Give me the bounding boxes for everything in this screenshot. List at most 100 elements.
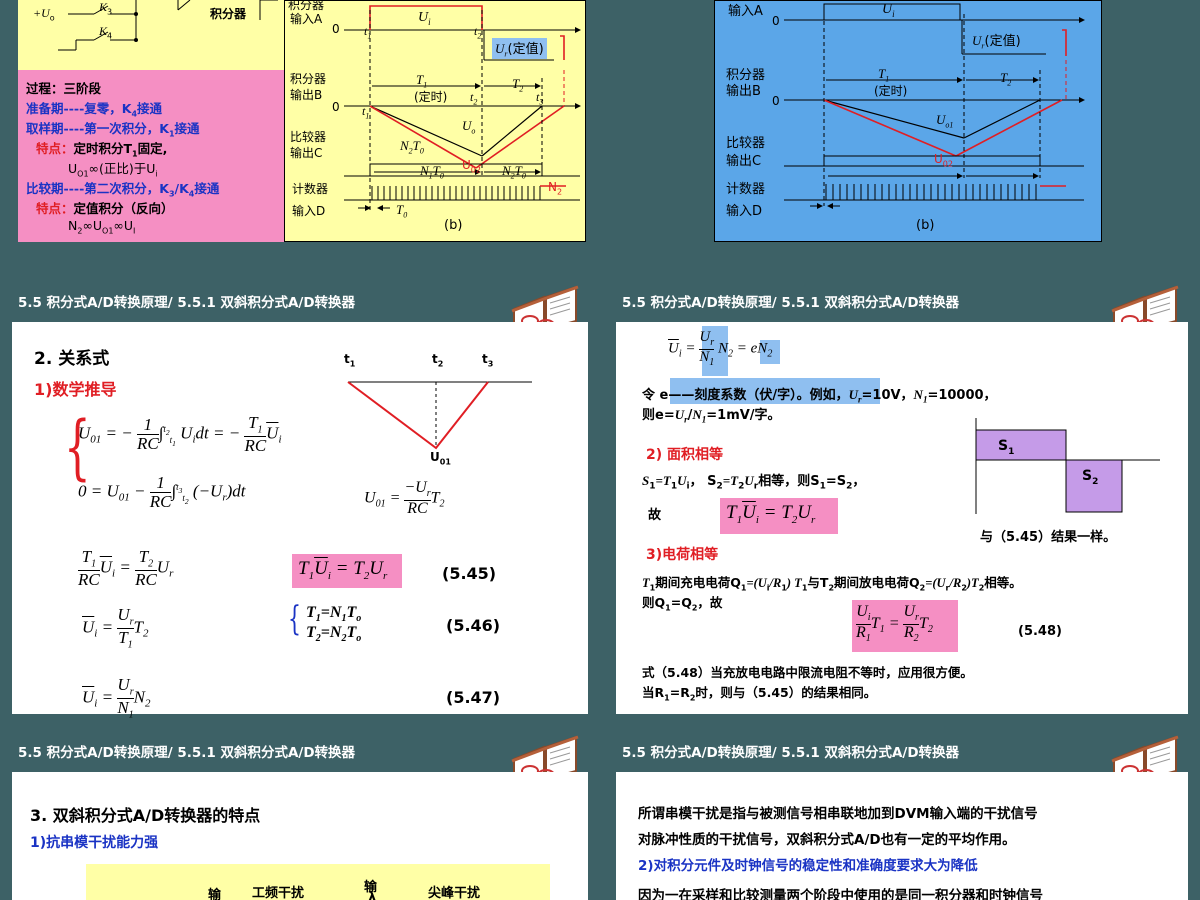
process-panel <box>18 70 284 242</box>
zero-b: 0 <box>332 100 340 114</box>
switch-k3-label: K3 <box>99 0 113 17</box>
r-ui-label: Ui <box>882 2 895 19</box>
slide-top-right: 输入A 0 Ui Ur(定值) 积分器 输出B 0 T1 (定时) T2 Uo1… <box>604 0 1200 272</box>
r-label-counter: 计数器 <box>726 182 766 197</box>
r-T1-label: T1 <box>878 66 890 84</box>
process-compare: 比较期----第二次积分，K3/K4接通 <box>26 181 220 199</box>
label-integrator-out: 积分器 <box>290 72 327 86</box>
T1-label: T1 <box>416 72 428 90</box>
r-uo1-label: Uo1 <box>936 112 954 130</box>
text-line-3: 2)对积分元件及时钟信号的稳定性和准确度要求大为降低 <box>638 858 978 874</box>
equation-area: T1Ui = T2Ur <box>726 502 816 526</box>
tri-t1: t1 <box>344 352 356 369</box>
equation-brace: { <box>64 406 91 488</box>
r-label-comparator: 比较器 <box>726 136 766 151</box>
eq-num-548: (5.48) <box>1018 624 1062 639</box>
zero-a: 0 <box>332 22 340 36</box>
scale-coef-line: 令 e——刻度系数（伏/字）。例如，Ur=10V，N1=10000， <box>642 387 997 405</box>
therefore-1: 故 <box>648 508 662 523</box>
tri-u01: U01 <box>430 450 451 467</box>
table-in: 输 <box>208 888 222 900</box>
r-zero-a: 0 <box>772 14 780 28</box>
charge-title: 3)电荷相等 <box>646 547 719 563</box>
r-label-input-d: 输入D <box>726 204 763 219</box>
slide-top-left: +Uo K3 K4 积分器 过程：三阶段 准备期----复零，K4接通 取样期-… <box>0 0 600 272</box>
eq-num-547: (5.47) <box>446 688 501 707</box>
t2-label-top: t2 <box>474 24 482 41</box>
r-caption-b: (b) <box>916 218 935 233</box>
slide-header: 5.5 积分式A/D转换原理/ 5.5.1 双斜积分式A/D转换器 <box>604 724 1200 770</box>
s2-label: S2 <box>1082 468 1099 487</box>
subsection-title: 1)抗串模干扰能力强 <box>30 835 159 851</box>
process-title: 过程：三阶段 <box>26 81 102 96</box>
process-compare-relation: N2∞UO1∞UI <box>68 218 136 236</box>
equation-545-box <box>292 554 402 588</box>
slide-header: 5.5 积分式A/D转换原理/ 5.5.1 双斜积分式A/D转换器 <box>604 274 1200 320</box>
r-label-input-a: 输入A <box>728 4 763 19</box>
slide-bottom-right: 5.5 积分式A/D转换原理/ 5.5.1 双斜积分式A/D转换器 所谓串模干扰… <box>604 724 1200 900</box>
T2-label: T2 <box>512 76 524 94</box>
equation-charge-box <box>852 600 958 652</box>
caption-b-left: (b) <box>444 218 463 233</box>
note-2: 当R1=R2时，则与（5.45）的结果相同。 <box>642 685 877 703</box>
slide-title: 5.5 积分式A/D转换原理/ 5.5.1 双斜积分式A/D转换器 <box>18 745 356 761</box>
process-sample: 取样期----第一次积分，K1接通 <box>26 121 200 139</box>
process-compare-feature: 特点：定值积分（反向） <box>36 201 174 216</box>
table-in2: 输 <box>364 880 378 895</box>
slide-mid-left: 5.5 积分式A/D转换原理/ 5.5.1 双斜积分式A/D转换器 2. 关系式… <box>0 274 600 722</box>
label-comparator: 比较器 <box>290 130 327 144</box>
text-line-1: 所谓串模干扰是指与被测信号相串联地加到DVM输入端的干扰信号 <box>638 806 1038 822</box>
slide-body: 所谓串模干扰是指与被测信号相串联地加到DVM输入端的干扰信号 对脉冲性质的干扰信… <box>616 772 1188 900</box>
charge-line: T1期间充电电荷Q1=(Ui/R1) T1与T2期间放电电荷Q2=(Ur/R2)… <box>642 575 1022 593</box>
n2-label: N2 <box>548 180 563 197</box>
slide-mid-right: 5.5 积分式A/D转换原理/ 5.5.1 双斜积分式A/D转换器 Ui = U… <box>604 274 1200 722</box>
r-label-integrator-out: 积分器 <box>726 68 766 83</box>
tri-t2: t2 <box>432 352 444 369</box>
tri-t3: t3 <box>482 352 494 369</box>
r-label-output-b: 输出B <box>726 84 761 99</box>
n2t0-label-c: N2T0 <box>400 138 424 156</box>
then-q-line: 则Q1=Q2，故 <box>642 595 723 613</box>
uo-label: Uo <box>462 118 476 136</box>
t1-equals: T1=N1To <box>306 604 362 625</box>
r-zero-b: 0 <box>772 94 780 108</box>
table-spike: 尖峰干扰 <box>428 886 481 900</box>
area-line: S1=T1Ui， S2=T2Ur相等，则S1=S2， <box>642 473 866 492</box>
area-diagram <box>975 418 1160 514</box>
ui-label: Ui <box>418 10 431 27</box>
t1-label-mid: t1 <box>362 104 370 121</box>
circuit-panel <box>18 0 284 70</box>
slide-title: 5.5 积分式A/D转换原理/ 5.5.1 双斜积分式A/D转换器 <box>18 295 356 311</box>
same-result: 与（5.45）结果一样。 <box>980 530 1117 545</box>
eq-num-545: (5.45) <box>442 564 497 583</box>
eq-highlight-2 <box>760 340 780 364</box>
equation-545: T1Ui = T2Ur <box>298 558 388 582</box>
circuit-diagram <box>58 0 278 51</box>
n1t0-label: N1T0 <box>420 163 444 181</box>
eq-num-546: (5.46) <box>446 616 501 635</box>
integration-triangle <box>347 381 532 450</box>
t0-label: T0 <box>396 202 408 220</box>
process-prep: 准备期----复零，K4接通 <box>26 101 163 119</box>
t3-label-mid: t3 <box>536 90 544 107</box>
subsection-title: 1)数学推导 <box>34 380 117 399</box>
label-output-c: 输出C <box>290 146 323 160</box>
equation-area-box <box>720 498 838 534</box>
t2-label-mid: t2 <box>470 90 478 107</box>
section-title: 2. 关系式 <box>34 349 110 369</box>
text-line-4: 因为一在采样和比较测量两个阶段中使用的是同一积分器和时钟信号 <box>638 888 1043 900</box>
integrator-label: 积分器 <box>210 7 247 21</box>
e-highlight <box>670 378 880 404</box>
counter-ticks-left <box>371 186 541 200</box>
text-line-2: 对脉冲性质的干扰信号，双斜积分式A/D也有一定的平均作用。 <box>638 832 1016 848</box>
ur-fixed-label: Ur(定值) <box>492 38 547 59</box>
r-T2-label: T2 <box>1000 70 1012 88</box>
slide-body: 3. 双斜积分式A/D转换器的特点 1)抗串模干扰能力强 输 工频干扰 输 λ … <box>12 772 588 900</box>
area-title: 2) 面积相等 <box>646 447 724 463</box>
